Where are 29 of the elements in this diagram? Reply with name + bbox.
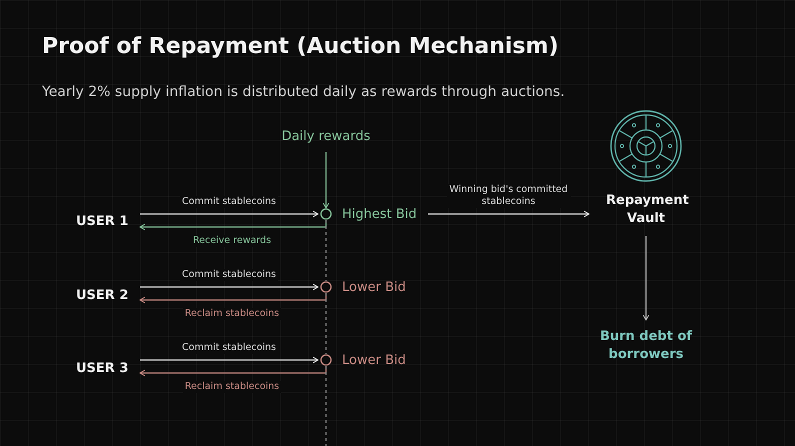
arrow (140, 356, 318, 364)
user-label: USER 3 (76, 360, 138, 378)
arrow (140, 220, 327, 230)
edge-label: Receive rewards (190, 235, 274, 247)
subtitle: Yearly 2% supply inflation is distributed daily as rewards through auctions. (42, 84, 565, 100)
dashed-connector (325, 220, 327, 281)
edge-label: Reclaim stablecoins (182, 381, 282, 393)
vault-label: Repayment Vault (606, 192, 686, 228)
user-label: USER 1 (76, 213, 138, 231)
title: Proof of Repayment (Auction Mechanism) (42, 34, 558, 59)
arrow (140, 366, 327, 376)
edge-label: Commit stablecoins (180, 269, 278, 281)
bid-label: Lower Bid (342, 352, 406, 368)
arrow (140, 210, 318, 218)
edge-label: Commit stablecoins (180, 342, 278, 354)
arrow (322, 152, 330, 208)
edge-label: Commit stablecoins (180, 196, 278, 208)
bid-label: Highest Bid (342, 206, 417, 222)
user-label: USER 2 (76, 287, 138, 305)
edge-label: Reclaim stablecoins (182, 308, 282, 320)
arrow (140, 284, 318, 290)
arrow (140, 293, 327, 304)
dashed-connector (325, 293, 327, 354)
arrow (642, 236, 650, 320)
bid-label: Lower Bid (342, 280, 406, 294)
arrow (428, 210, 590, 218)
edge-label: Winning bid's committed stablecoins (446, 184, 570, 208)
outcome-label: Burn debt of borrowers (566, 328, 726, 364)
rewards-label: Daily rewards (266, 129, 386, 144)
